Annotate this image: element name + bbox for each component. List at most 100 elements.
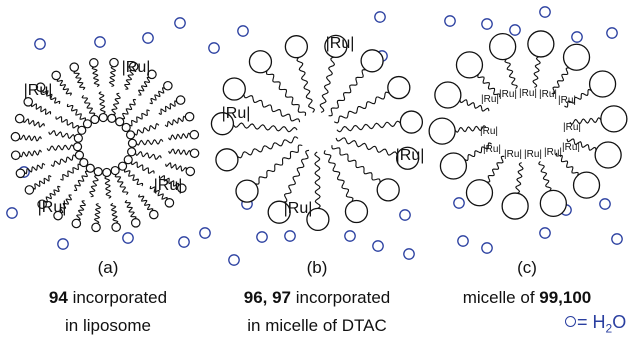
lipid-head <box>127 147 137 157</box>
surfactant-tail <box>532 56 541 88</box>
lipid-tail <box>124 199 137 220</box>
lipid-tail <box>158 175 180 187</box>
water-molecule <box>174 17 186 29</box>
lipid-head <box>73 133 83 143</box>
ru-complex-label: |Ru| <box>396 147 425 164</box>
ru-core-label: |Ru| <box>558 95 576 106</box>
lipid-head <box>164 198 175 208</box>
surfactant-tail <box>477 74 501 98</box>
lipid-head <box>115 117 125 127</box>
lipid-tail <box>93 203 102 224</box>
surfactant-tail <box>336 120 401 133</box>
surfactant-tail <box>333 91 390 124</box>
ru-complex-label: |Ru| <box>38 199 67 216</box>
lipid-head <box>82 119 93 129</box>
lipid-head <box>175 95 186 105</box>
water-molecule <box>94 36 106 48</box>
lipid-head <box>130 218 141 228</box>
panel-b-caption-line2: in micelle of DTAC <box>247 316 387 335</box>
lipid-head <box>189 129 200 140</box>
panel-c-caption-pre: micelle of <box>462 288 540 307</box>
surfactant-head <box>376 178 400 202</box>
water-molecule <box>256 231 268 243</box>
surfactant-head <box>387 75 411 100</box>
surfactant-tail <box>454 125 487 133</box>
lipid-tail <box>168 132 191 141</box>
surfactant-head <box>455 51 484 79</box>
lipid-tail <box>18 134 42 142</box>
lipid-tail <box>59 194 72 214</box>
surfactant-head <box>588 70 617 98</box>
lipid-tail <box>55 116 79 129</box>
lipid-head <box>69 62 80 72</box>
surfactant-head <box>527 30 555 58</box>
lipid-head <box>93 167 103 177</box>
panel-b-caption-rest: incorporated <box>291 288 391 307</box>
ru-complex-label: |Ru| <box>326 35 355 52</box>
surfactant-head <box>267 200 291 224</box>
water-molecule <box>122 232 134 244</box>
lipid-tail <box>81 95 96 117</box>
lipid-head <box>71 218 82 229</box>
lipid-head <box>176 183 187 193</box>
lipid-head <box>110 165 120 176</box>
ru-complex-label: |Ru| <box>222 105 251 122</box>
lipid-tail <box>158 100 178 115</box>
lipid-tail <box>111 92 121 116</box>
surfactant-head <box>465 179 494 207</box>
surfactant-tail <box>237 136 299 159</box>
lipid-head <box>107 113 117 123</box>
lipid-tail <box>89 174 99 198</box>
surfactant-tail <box>551 67 570 95</box>
ru-complex-label: |Ru| <box>24 82 53 99</box>
surfactant-tail <box>564 89 592 108</box>
ru-core-label: |Ru| <box>539 89 557 100</box>
lipid-tail <box>76 200 86 221</box>
surfactant-tail <box>566 138 597 151</box>
surfactant-tail <box>504 58 518 90</box>
ru-core-label: |Ru| <box>563 122 581 133</box>
lipid-head <box>89 58 99 68</box>
lipid-head <box>79 157 89 168</box>
surfactant-tail <box>296 57 316 113</box>
panel-b-compound: 96, 97 <box>243 288 292 307</box>
surfactant-head <box>572 171 601 199</box>
water-molecule <box>34 38 46 50</box>
legend-sub: 2 <box>605 321 613 336</box>
surfactant-head <box>428 117 456 145</box>
panel-b-caption: 96, 97 incorporated <box>244 288 391 308</box>
water-molecule <box>444 15 456 27</box>
water-molecule <box>142 32 154 44</box>
lipid-tail <box>124 69 134 90</box>
lipid-head <box>147 69 157 80</box>
lipid-tail <box>104 175 112 199</box>
surfactant-tail <box>331 145 381 183</box>
surfactant-tail <box>254 144 303 185</box>
lipid-tail <box>164 115 187 128</box>
surfactant-head <box>248 50 273 74</box>
lipid-tail <box>50 154 77 167</box>
surfactant-tail <box>538 160 552 192</box>
ru-core-label: |Ru| <box>504 149 522 160</box>
legend-eq: = H <box>577 312 606 332</box>
surfactant-tail <box>328 69 366 117</box>
ru-core-label: |Ru| <box>524 149 542 160</box>
lipid-tail <box>73 70 86 91</box>
lipid-head <box>189 148 200 159</box>
lipid-head <box>184 111 195 122</box>
water-molecule <box>372 240 384 252</box>
lipid-head <box>117 161 128 171</box>
water-molecule <box>571 31 583 43</box>
surfactant-head <box>222 77 246 101</box>
panel-a-label: (a) <box>97 258 119 277</box>
surfactant-head <box>539 189 567 218</box>
ru-complex-label: |Ru| <box>284 200 313 217</box>
water-molecule <box>199 227 211 239</box>
panel-c-caption: micelle of 99,100 <box>463 288 592 308</box>
water-molecule <box>403 248 415 260</box>
ru-core-label: |Ru| <box>519 88 537 99</box>
lipid-tail <box>149 87 166 105</box>
panel-a-caption-rest: incorporated <box>67 288 168 307</box>
lipid-head <box>125 130 136 140</box>
surfactant-tail <box>243 94 301 123</box>
